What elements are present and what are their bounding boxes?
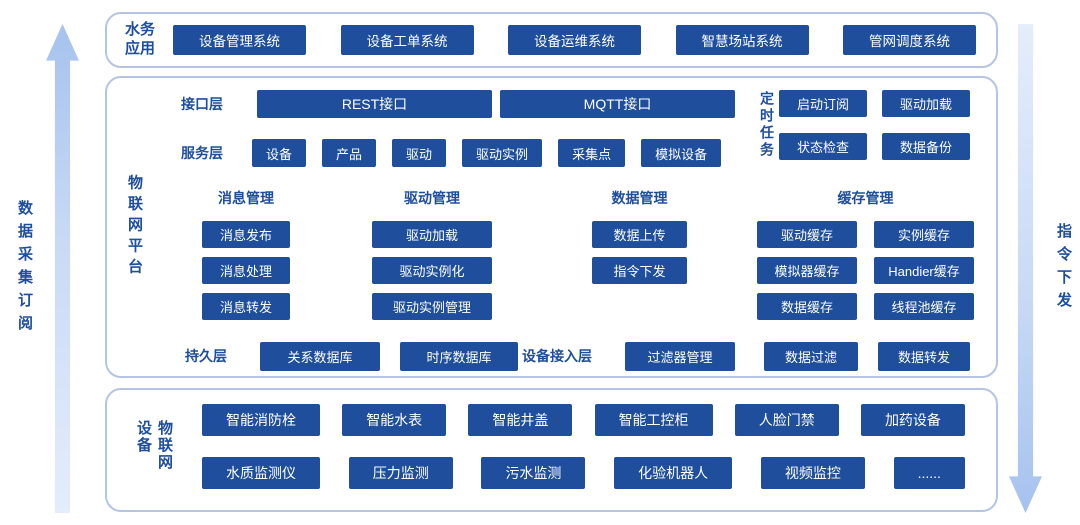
iot-devices-label: 物联网设备 <box>135 420 173 471</box>
access-box: 数据过滤 <box>764 342 858 371</box>
message-mgmt-list: 消息发布 消息处理 消息转发 <box>202 221 290 320</box>
device-box: 人脸门禁 <box>734 404 839 436</box>
cache-box: Handier缓存 <box>874 257 974 284</box>
water-apps-panel: 水务应用 设备管理系统 设备工单系统 设备运维系统 智慧场站系统 管网调度系统 <box>105 12 998 68</box>
data-collection-flow: 数据采集订阅 <box>14 24 79 513</box>
mqtt-interface-box: MQTT接口 <box>500 90 735 118</box>
driver-mgmt-title: 驱动管理 <box>404 190 460 206</box>
mgmt-box: 驱动加载 <box>372 221 492 248</box>
device-box: 水质监测仪 <box>202 457 320 489</box>
mgmt-box: 消息转发 <box>202 293 290 320</box>
device-box: 压力监测 <box>348 457 453 489</box>
command-dispatch-flow: 指令下发 <box>1009 24 1074 513</box>
device-box: 视频监控 <box>760 457 865 489</box>
cache-mgmt-title: 缓存管理 <box>837 190 894 206</box>
access-box: 过滤器管理 <box>625 342 735 371</box>
persistence-layer-label: 持久层 <box>185 348 227 364</box>
app-system-box: 设备管理系统 <box>173 25 306 55</box>
service-row: 设备 产品 驱动 驱动实例 采集点 模拟设备 <box>252 139 722 167</box>
cache-box: 驱动缓存 <box>757 221 857 248</box>
data-mgmt-group: 数据管理 数据上传 指令下发 <box>592 188 687 284</box>
data-mgmt-list: 数据上传 指令下发 <box>592 221 687 284</box>
mgmt-box: 指令下发 <box>592 257 687 284</box>
apps-row: 设备管理系统 设备工单系统 设备运维系统 智慧场站系统 管网调度系统 <box>173 25 976 55</box>
app-system-box: 设备运维系统 <box>508 25 641 55</box>
task-box: 启动订阅 <box>779 90 867 117</box>
service-layer-label: 服务层 <box>181 145 223 161</box>
arrow-up-icon <box>46 24 79 513</box>
access-box: 数据转发 <box>878 342 970 371</box>
service-box: 设备 <box>252 139 307 167</box>
task-box: 数据备份 <box>882 133 970 160</box>
cache-box: 线程池缓存 <box>874 293 974 320</box>
command-dispatch-label: 指令下发 <box>1055 222 1072 315</box>
service-box: 驱动 <box>392 139 447 167</box>
db-box: 时序数据库 <box>400 342 518 371</box>
mgmt-box: 驱动实例管理 <box>372 293 492 320</box>
device-box: 智能井盖 <box>468 404 573 436</box>
scheduled-tasks-label: 定时任务 <box>759 91 775 159</box>
water-apps-label: 水务应用 <box>124 21 155 57</box>
interface-layer-label: 接口层 <box>181 96 223 112</box>
cache-box: 数据缓存 <box>757 293 857 320</box>
iot-platform-panel: 物联网平台 接口层 REST接口 MQTT接口 定时任务 启动订阅 驱动加载 状… <box>105 76 998 378</box>
cache-box: 实例缓存 <box>874 221 974 248</box>
task-box: 驱动加载 <box>882 90 970 117</box>
device-box: 智能工控柜 <box>594 404 713 436</box>
db-box: 关系数据库 <box>260 342 380 371</box>
arrow-down-icon <box>1009 24 1042 513</box>
devices-row-2: 水质监测仪 压力监测 污水监测 化验机器人 视频监控 ...... <box>202 457 965 489</box>
task-box: 状态检查 <box>779 133 867 160</box>
cache-box: 模拟器缓存 <box>757 257 857 284</box>
iot-platform-label: 物联网平台 <box>126 174 143 280</box>
device-box: 智能消防栓 <box>202 404 320 436</box>
device-box: ...... <box>893 457 965 489</box>
cache-mgmt-grid: 驱动缓存 实例缓存 模拟器缓存 Handier缓存 数据缓存 线程池缓存 <box>757 221 974 320</box>
mgmt-box: 消息处理 <box>202 257 290 284</box>
mgmt-box: 消息发布 <box>202 221 290 248</box>
devices-row-1: 智能消防栓 智能水表 智能井盖 智能工控柜 人脸门禁 加药设备 <box>202 404 965 436</box>
app-system-box: 设备工单系统 <box>340 25 474 55</box>
data-mgmt-title: 数据管理 <box>611 190 668 206</box>
driver-mgmt-group: 驱动管理 驱动加载 驱动实例化 驱动实例管理 <box>372 188 492 320</box>
message-mgmt-group: 消息管理 消息发布 消息处理 消息转发 <box>202 188 290 320</box>
cache-mgmt-group: 缓存管理 驱动缓存 实例缓存 模拟器缓存 Handier缓存 数据缓存 线程池缓… <box>757 188 974 320</box>
message-mgmt-title: 消息管理 <box>218 190 274 206</box>
service-box: 模拟设备 <box>641 139 722 167</box>
driver-mgmt-list: 驱动加载 驱动实例化 驱动实例管理 <box>372 221 492 320</box>
app-system-box: 智慧场站系统 <box>675 25 809 55</box>
service-box: 产品 <box>322 139 377 167</box>
rest-interface-box: REST接口 <box>257 90 492 118</box>
device-box: 污水监测 <box>481 457 586 489</box>
iot-devices-panel: 物联网设备 智能消防栓 智能水表 智能井盖 智能工控柜 人脸门禁 加药设备 水质… <box>105 388 998 512</box>
mgmt-box: 数据上传 <box>592 221 687 248</box>
app-system-box: 管网调度系统 <box>843 25 976 55</box>
device-box: 加药设备 <box>860 404 965 436</box>
device-box: 化验机器人 <box>614 457 733 489</box>
service-box: 采集点 <box>558 139 626 167</box>
device-access-layer-label: 设备接入层 <box>522 348 592 364</box>
service-box: 驱动实例 <box>462 139 543 167</box>
mgmt-box: 驱动实例化 <box>372 257 492 284</box>
device-box: 智能水表 <box>342 404 447 436</box>
data-collection-label: 数据采集订阅 <box>16 199 33 338</box>
